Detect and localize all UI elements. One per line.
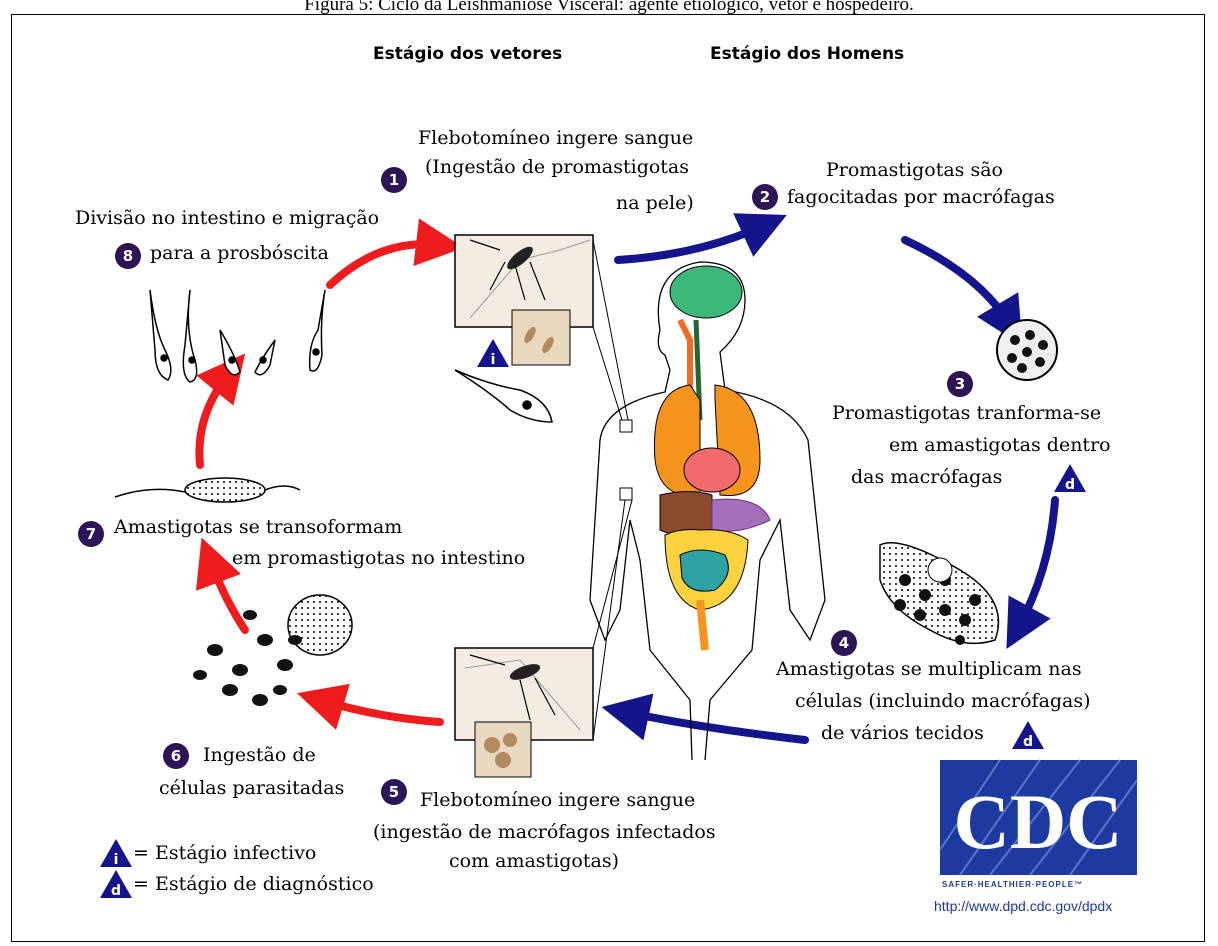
step-6-line-1: Ingestão de [203,743,316,768]
promastigote-single [455,370,552,422]
arrow-5-to-6 [320,700,440,722]
vector-stage-header: Estágio dos vetores [373,44,562,64]
arrow-1-to-2 [618,225,765,260]
arrow-8-to-1 [330,244,440,285]
step-2-line-2: fagocitadas por macrófagas [787,185,1055,210]
cdc-logo-graphic: CDC [940,760,1137,875]
diagnostic-stage-marker-3: d [1053,463,1087,493]
sandfly-feeding-panel-bottom [455,648,593,777]
cdc-url[interactable]: http://www.dpd.cdc.gov/dpdx [934,898,1112,914]
step-4-line-3: de vários tecidos [821,721,984,746]
cdc-tagline: SAFER·HEALTHIER·PEOPLE™ [942,880,1083,889]
parasitized-cells [193,595,352,706]
infected-tissue-cell [880,543,998,645]
human-stage-header: Estágio dos Homens [710,44,904,64]
step-5-line-2: (ingestão de macrófagos infectados [373,820,716,845]
step-4-line-1: Amastigotas se multiplicam nas [776,657,1082,682]
legend-diagnostic-icon: d [99,869,133,899]
arrow-4-to-5 [625,712,805,740]
arrow-7-to-8 [199,372,230,465]
legend-infective-label: = Estágio infectivo [133,841,316,866]
step-2-badge: 2 [752,184,778,210]
arrow-3-to-4 [1018,500,1055,628]
step-4-badge: 4 [831,630,857,656]
panel-connectors [593,240,632,740]
step-5-badge: 5 [381,779,407,805]
step-1-line-1: Flebotomíneo ingere sangue [418,126,693,151]
svg-text:d: d [1023,734,1033,750]
step-7-line-1: Amastigotas se transoformam [114,515,402,540]
step-7-badge: 7 [78,521,104,547]
step-1-line-3: na pele) [616,191,694,216]
arrow-2-to-3 [905,240,1010,325]
infective-stage-marker: i [476,338,510,368]
step-5-line-1: Flebotomíneo ingere sangue [420,788,695,813]
step-1-badge: 1 [381,167,407,193]
svg-text:d: d [111,883,121,899]
step-8-badge: 8 [115,243,141,269]
step-8-line-1: Divisão no intestino e migração [75,206,379,231]
diagnostic-stage-marker-4: d [1011,720,1045,750]
cdc-logo-text: CDC [954,778,1123,865]
step-6-badge: 6 [163,743,189,769]
step-3-line-2: em amastigotas dentro [889,433,1111,458]
step-3-badge: 3 [947,371,973,397]
step-3-line-3: das macrófagas [851,465,1002,490]
step-7-line-2: em promastigotas no intestino [232,546,525,571]
step-8-line-2: para a prosbóscita [150,241,329,266]
transforming-promastigote [115,478,300,502]
internal-organs [654,266,770,650]
step-6-line-2: células parasitadas [159,776,344,801]
legend-infective-icon: i [99,838,133,868]
step-3-line-1: Promastigotas tranforma-se [832,401,1101,426]
step-4-line-2: células (incluindo macrófagas) [795,689,1091,714]
promastigotes-group [150,290,325,382]
step-5-line-3: com amastigotas) [449,849,619,874]
svg-text:d: d [1065,477,1075,493]
macrophage-with-amastigotes [997,320,1057,380]
legend-diagnostic-label: = Estágio de diagnóstico [133,872,374,897]
step-2-line-1: Promastigotas são [826,158,1003,183]
step-1-line-2: (Ingestão de promastigotas [425,155,689,180]
svg-text:i: i [114,852,119,868]
svg-text:i: i [491,352,496,368]
